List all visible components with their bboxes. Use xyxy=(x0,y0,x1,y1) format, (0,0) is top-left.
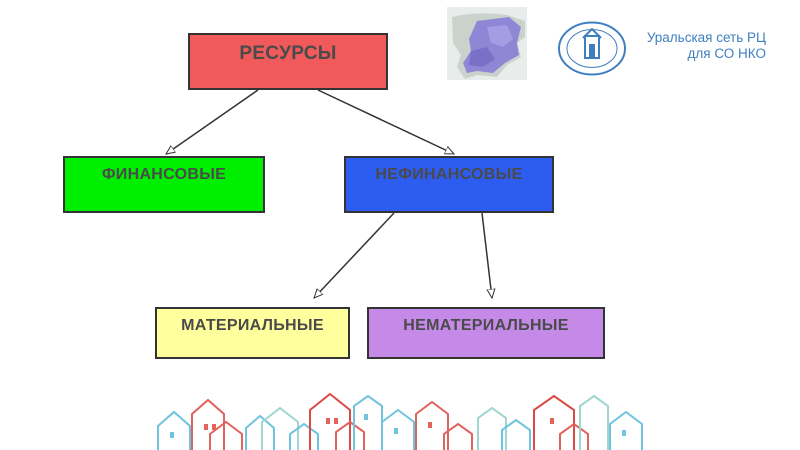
arrow-root-to-nonfinancial xyxy=(317,89,454,155)
node-nonmaterial: НЕМАТЕРИАЛЬНЫЕ xyxy=(367,307,605,359)
houses-decoration-icon xyxy=(157,392,643,450)
node-financial: ФИНАНСОВЫЕ xyxy=(63,156,265,213)
arrow-root-to-financial xyxy=(166,89,259,154)
arrow-nonfinancial-to-material xyxy=(314,212,395,298)
organization-seal-icon xyxy=(558,21,626,76)
arrow-nonfinancial-to-nonmaterial xyxy=(481,212,492,298)
organization-name-line2: для СО НКО xyxy=(687,46,766,61)
node-resources: РЕСУРСЫ xyxy=(188,33,388,90)
node-material: МАТЕРИАЛЬНЫЕ xyxy=(155,307,350,359)
organization-name: Уральская сеть РЦ для СО НКО xyxy=(647,30,766,62)
region-map-icon xyxy=(447,7,527,80)
organization-name-line1: Уральская сеть РЦ xyxy=(646,30,766,45)
node-nonfinancial: НЕФИНАНСОВЫЕ xyxy=(344,156,554,213)
